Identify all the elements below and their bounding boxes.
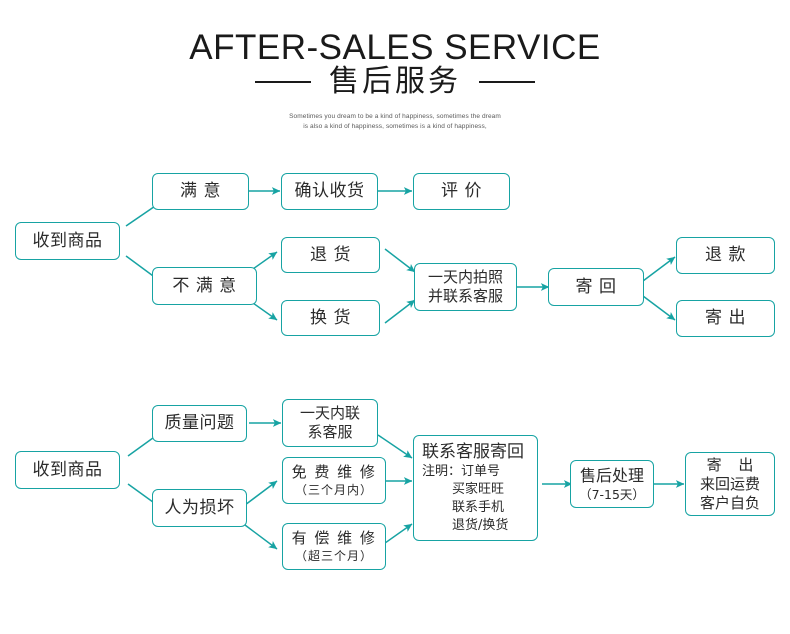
flow2-node-after-sales-process[interactable]: 售后处理 （7-15天） bbox=[570, 460, 654, 508]
flow1-confirm-receipt-label: 确认收货 bbox=[294, 181, 365, 201]
flow2-contact-send-back-note-3: 联系手机 bbox=[452, 500, 505, 515]
flow2-send-out-note-2: 客户自负 bbox=[699, 493, 760, 512]
flow2-contact-send-back-note-1: 注明：订单号 bbox=[422, 464, 501, 479]
flow2-send-out-note-1: 来回运费 bbox=[699, 474, 760, 493]
flow1-review-label: 评 价 bbox=[441, 181, 482, 201]
flow1-node-send-back[interactable]: 寄 回 bbox=[548, 268, 644, 306]
flow2-contact-send-back-note-4: 退货/换货 bbox=[452, 518, 509, 533]
page-title-english: AFTER-SALES SERVICE bbox=[189, 28, 601, 67]
flow1-node-unsatisfied[interactable]: 不 满 意 bbox=[152, 267, 257, 305]
flow2-after-sales-days: （7-15天） bbox=[579, 486, 645, 502]
flow2-send-out-label: 寄 出 bbox=[706, 455, 760, 474]
subtitle-line-2: is also a kind of happiness, sometimes i… bbox=[303, 123, 487, 130]
flow2-human-damage-label: 人为损坏 bbox=[164, 497, 235, 518]
flow1-send-out-label: 寄 出 bbox=[705, 308, 746, 328]
flow1-node-confirm-receipt[interactable]: 确认收货 bbox=[281, 173, 378, 210]
flow1-refund-label: 退 款 bbox=[705, 245, 746, 265]
flow1-node-satisfied[interactable]: 满 意 bbox=[152, 173, 249, 210]
flow2-node-paid-repair[interactable]: 有 偿 维 修 （超三个月） bbox=[282, 523, 386, 570]
flow1-satisfied-label: 满 意 bbox=[180, 181, 221, 201]
decorative-line-right bbox=[479, 81, 535, 83]
flow1-photo-contact-line-2: 并联系客服 bbox=[427, 287, 503, 305]
flow2-contact-line-1: 一天内联 bbox=[299, 404, 360, 422]
flow1-node-photo-and-contact[interactable]: 一天内拍照 并联系客服 bbox=[414, 263, 517, 311]
flow1-node-send-out[interactable]: 寄 出 bbox=[676, 300, 775, 337]
flow1-unsatisfied-label: 不 满 意 bbox=[172, 275, 237, 296]
flow1-node-received-goods[interactable]: 收到商品 bbox=[15, 222, 120, 260]
flow2-node-contact-send-back[interactable]: 联系客服寄回 注明：订单号 买家旺旺 联系手机 退货/换货 bbox=[413, 435, 538, 541]
flow2-free-repair-label: 免 费 维 修 bbox=[291, 463, 377, 481]
flow2-paid-repair-label: 有 偿 维 修 bbox=[291, 529, 377, 547]
flow2-contact-send-back-note-2: 买家旺旺 bbox=[452, 482, 505, 497]
page-title-chinese: 售后服务 bbox=[329, 64, 461, 99]
flow2-free-repair-note: （三个月内） bbox=[294, 483, 373, 497]
flow1-node-exchange-goods[interactable]: 换 货 bbox=[281, 300, 380, 336]
flow1-node-review[interactable]: 评 价 bbox=[413, 173, 510, 210]
flow1-received-goods-label: 收到商品 bbox=[32, 230, 103, 251]
flow2-contact-send-back-heading: 联系客服寄回 bbox=[422, 442, 524, 462]
page-title-chinese-row: 售后服务 bbox=[0, 64, 790, 100]
flow1-return-goods-label: 退 货 bbox=[310, 244, 351, 265]
flow2-node-received-goods[interactable]: 收到商品 bbox=[15, 451, 120, 489]
flow2-node-human-damage[interactable]: 人为损坏 bbox=[152, 489, 247, 527]
page-header: AFTER-SALES SERVICE 售后服务 Sometimes you d… bbox=[0, 0, 790, 150]
flow1-node-return-goods[interactable]: 退 货 bbox=[281, 237, 380, 273]
flow1-photo-contact-line-1: 一天内拍照 bbox=[427, 268, 503, 286]
flow2-quality-issue-label: 质量问题 bbox=[164, 413, 235, 433]
decorative-line-left bbox=[255, 81, 311, 83]
flow2-node-send-out[interactable]: 寄 出 来回运费 客户自负 bbox=[685, 452, 775, 516]
flow2-node-quality-issue[interactable]: 质量问题 bbox=[152, 405, 247, 442]
subtitle-line-1: Sometimes you dream to be a kind of happ… bbox=[289, 113, 501, 120]
flow2-node-free-repair[interactable]: 免 费 维 修 （三个月内） bbox=[282, 457, 386, 504]
flow2-paid-repair-note: （超三个月） bbox=[294, 549, 373, 563]
flow1-node-refund[interactable]: 退 款 bbox=[676, 237, 775, 274]
page-subtitle: Sometimes you dream to be a kind of happ… bbox=[0, 112, 790, 132]
flow2-node-contact-service[interactable]: 一天内联 系客服 bbox=[282, 399, 378, 447]
flow2-contact-line-2: 系客服 bbox=[307, 423, 353, 441]
flow1-send-back-label: 寄 回 bbox=[575, 276, 617, 297]
flow2-after-sales-process-label: 售后处理 bbox=[579, 465, 644, 485]
flow1-exchange-goods-label: 换 货 bbox=[310, 307, 351, 328]
flow2-received-goods-label: 收到商品 bbox=[32, 459, 103, 480]
